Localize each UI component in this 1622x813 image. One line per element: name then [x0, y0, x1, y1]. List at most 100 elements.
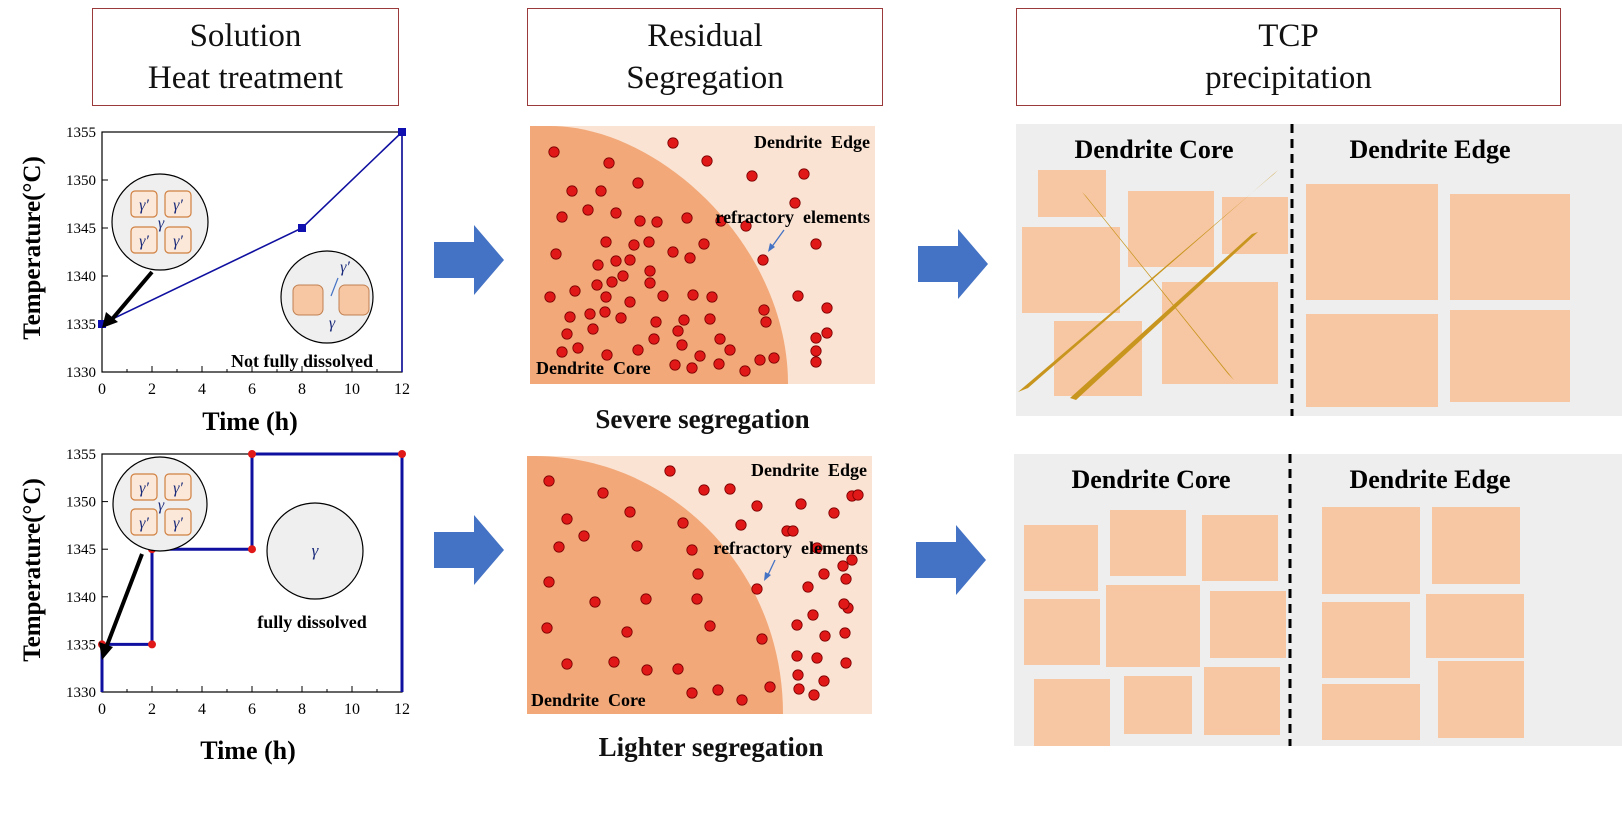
- solute-dot: [698, 238, 710, 250]
- solute-dot: [754, 354, 766, 366]
- solute-dot: [608, 656, 620, 668]
- x-tick-label: 6: [248, 701, 256, 718]
- inset-gamma-prime-1: γ′: [139, 197, 149, 214]
- solute-dot: [556, 346, 568, 358]
- solute-dot: [713, 358, 725, 370]
- solute-dot: [746, 170, 758, 182]
- solute-dot: [687, 289, 699, 301]
- pointer-arrow: [104, 553, 144, 649]
- x-tick-label: 10: [344, 381, 360, 398]
- y-axis-label: Temperature(°C): [19, 478, 46, 662]
- pointer-arrowhead: [99, 642, 113, 660]
- solute-dot: [837, 560, 849, 572]
- solute-dot: [650, 316, 662, 328]
- dendrite-edge-label: Dendrite Edge: [751, 460, 867, 480]
- solute-dot: [621, 626, 633, 638]
- inset-gamma-prime: γ′: [340, 259, 350, 276]
- inset-gamma: γ: [312, 541, 320, 560]
- solute-dot: [691, 593, 703, 605]
- dendrite-core-region: [527, 456, 783, 714]
- y-tick-label: 1355: [66, 125, 96, 141]
- solute-dot: [792, 290, 804, 302]
- solute-dot: [651, 216, 663, 228]
- refractory-elements-label: refractory elements: [715, 207, 870, 227]
- solute-dot: [624, 296, 636, 308]
- dendrite-edge-label: Dendrite Edge: [754, 132, 870, 152]
- solute-dot: [715, 215, 727, 227]
- solute-dot: [599, 306, 611, 318]
- solute-dot: [840, 573, 852, 585]
- solute-dot: [818, 568, 830, 580]
- solute-dot: [566, 185, 578, 197]
- solute-dot: [541, 622, 553, 634]
- solute-dot: [840, 657, 852, 669]
- solute-dot: [543, 576, 555, 588]
- y-tick-label: 1330: [66, 685, 96, 701]
- pointer-arrowhead: [102, 312, 118, 328]
- dendrite-edge-label: Dendrite Edge: [1349, 465, 1510, 494]
- y-tick-label: 1350: [66, 495, 96, 511]
- header-residual-segregation: Residual Segregation: [527, 8, 883, 106]
- tcp-needles: [1018, 170, 1278, 400]
- solute-dot: [644, 265, 656, 277]
- solute-dot: [582, 204, 594, 216]
- y-tick-label: 1345: [66, 221, 96, 237]
- refractory-elements-label: refractory elements: [713, 538, 868, 558]
- solute-dot: [610, 207, 622, 219]
- solute-dot: [810, 332, 822, 344]
- arrow-right-icon: [918, 229, 988, 299]
- solute-dot: [739, 365, 751, 377]
- solute-dot: [808, 689, 820, 701]
- y-tick-label: 1345: [66, 542, 96, 558]
- x-tick-label: 4: [198, 381, 206, 398]
- solute-dot: [798, 168, 810, 180]
- y-tick-label: 1335: [66, 637, 96, 653]
- inset-gamma: γ: [158, 215, 165, 232]
- inset-gamma-prime-4: γ′: [173, 515, 183, 532]
- segregation-panel-severe: Dendrite Edge Dendrite Core refractory e…: [530, 126, 875, 384]
- x-tick-label: 8: [298, 701, 306, 718]
- solute-dot: [686, 362, 698, 374]
- solute-dot: [617, 270, 629, 282]
- inset-gamma-prime-cuboids: γ′ γ′ γ′ γ′ γ: [111, 173, 209, 271]
- solute-dot: [810, 356, 822, 368]
- inset-gamma-prime-2: γ′: [173, 197, 183, 214]
- solute-dot: [597, 487, 609, 499]
- x-axis-label: Time (h): [202, 407, 298, 436]
- y-tick-label: 1340: [66, 269, 96, 285]
- tcp-panel-clean: Dendrite Core Dendrite Edge: [1014, 454, 1622, 746]
- solute-dot: [640, 593, 652, 605]
- solute-dot: [795, 498, 807, 510]
- solute-dot: [810, 238, 822, 250]
- header-solution-heat-treatment: Solution Heat treatment: [92, 8, 399, 106]
- solute-dot: [811, 542, 823, 554]
- temperature-curve: [98, 128, 406, 372]
- solute-dot: [556, 211, 568, 223]
- dissolution-annotation: fully dissolved: [257, 612, 367, 632]
- series-line: [100, 452, 404, 692]
- solute-dot: [838, 598, 850, 610]
- x-tick-label: 0: [98, 381, 106, 398]
- inset-gamma-prime-4: γ′: [173, 233, 183, 250]
- y-axis-label: Temperature(°C): [19, 156, 46, 340]
- solute-dot: [811, 652, 823, 664]
- solute-dot: [592, 259, 604, 271]
- solute-dot: [828, 507, 840, 519]
- solute-dot: [686, 687, 698, 699]
- header-tcp-line1: TCP: [1258, 18, 1319, 54]
- inset-gamma: γ: [158, 497, 165, 514]
- solute-dot: [751, 500, 763, 512]
- solute-dot: [768, 352, 780, 364]
- solute-dot: [587, 323, 599, 335]
- solute-dot: [751, 583, 763, 595]
- solute-dot: [760, 316, 772, 328]
- solute-dot: [667, 246, 679, 258]
- solute-dot: [676, 339, 688, 351]
- solute-dot: [624, 254, 636, 266]
- solute-dot: [681, 212, 693, 224]
- solute-dot: [643, 236, 655, 248]
- solute-dot: [550, 248, 562, 260]
- header-tcp-line2: precipitation: [1205, 60, 1372, 96]
